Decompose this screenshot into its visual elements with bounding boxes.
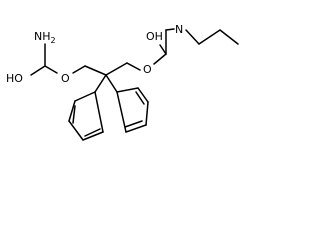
bond [94, 74, 107, 93]
carbonyl-left-label: HO [6, 72, 23, 85]
nh2-text: NH [34, 30, 51, 43]
bond [72, 65, 86, 74]
bond [105, 62, 128, 76]
bond [105, 74, 118, 93]
nh2-subscript: 2 [51, 36, 56, 45]
nh2-label: NH2 [34, 30, 56, 45]
bond [30, 65, 46, 76]
amide-n-label: N [175, 23, 183, 36]
carbonyl-left-o: O [14, 72, 23, 85]
bond [198, 29, 221, 45]
bond [185, 29, 200, 45]
atom-labels: NH2 HO O OH N O [6, 23, 183, 85]
bond [219, 29, 239, 45]
structure-diagram: NH2 HO O OH N O [6, 23, 239, 141]
right-phenyl-ring [116, 87, 149, 133]
ester-left-o-label: O [61, 72, 70, 85]
carbonyl-left-h: H [6, 72, 14, 85]
bond-lines [30, 28, 239, 93]
bond [126, 62, 141, 71]
carbonyl-right-o: O [146, 30, 155, 43]
bond [44, 65, 58, 74]
bond [165, 28, 175, 31]
carbonyl-right-label: OH [146, 30, 163, 43]
carbonyl-right-h: H [155, 30, 163, 43]
left-phenyl-ring [68, 91, 104, 141]
ester-right-o-label: O [143, 63, 152, 76]
bond [153, 53, 167, 65]
bond [84, 65, 107, 76]
bond [159, 44, 167, 55]
